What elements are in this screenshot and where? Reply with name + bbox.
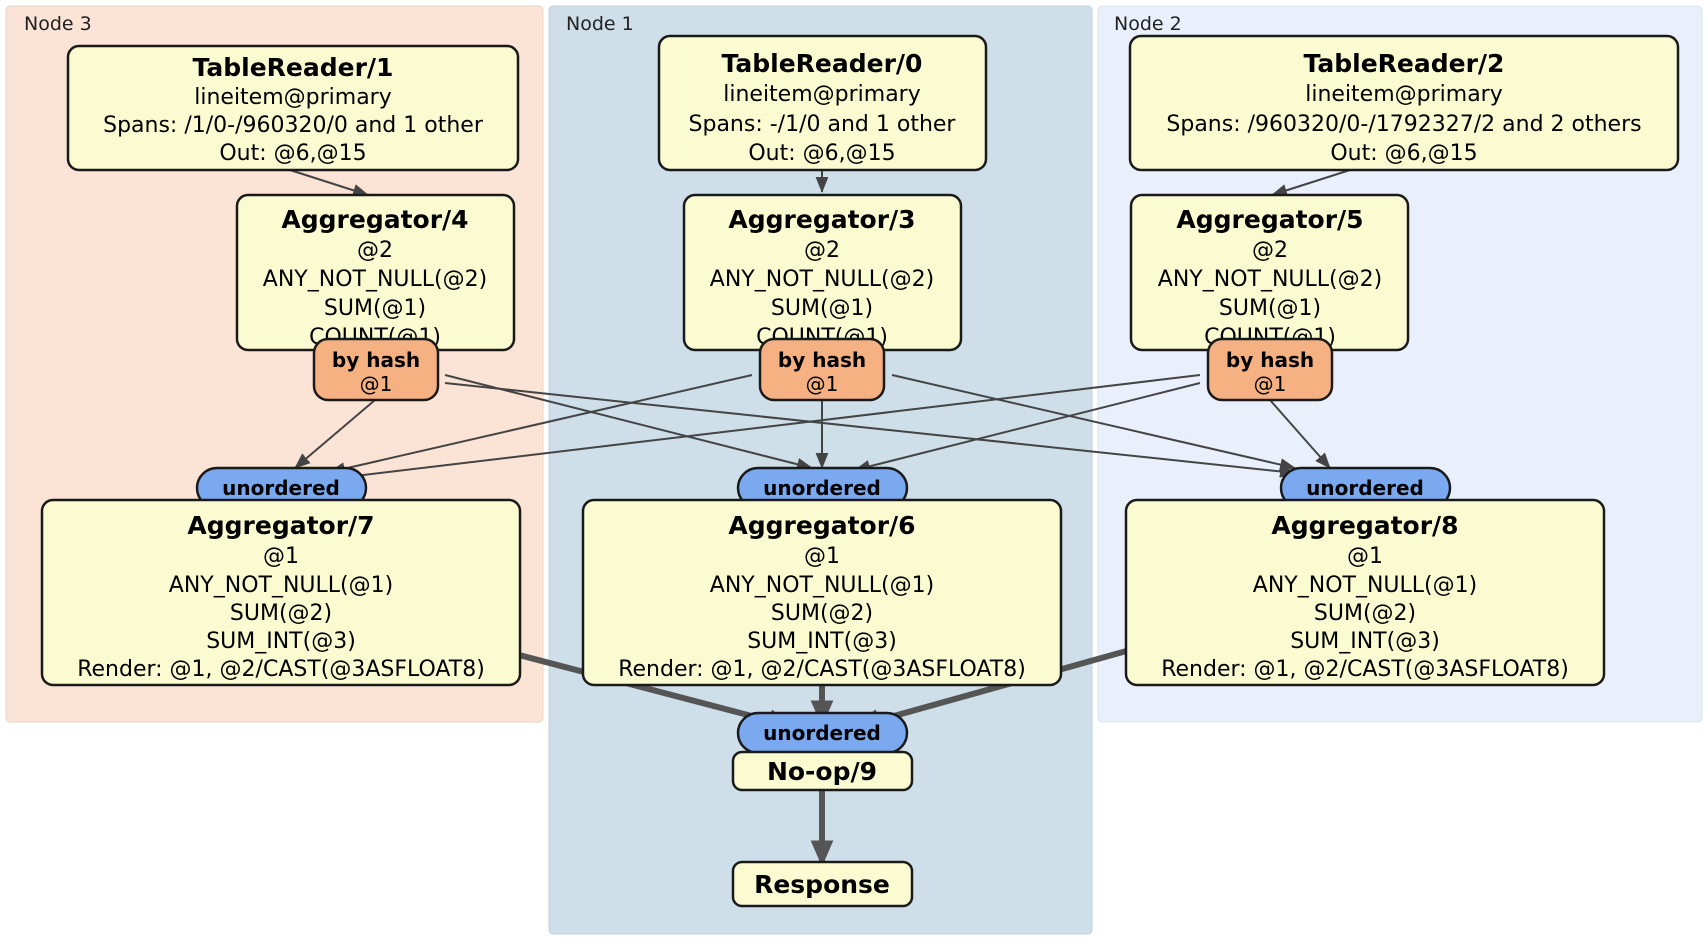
processor-aggregator-8-line-0: @1: [1347, 544, 1383, 569]
output-router-by-hash-left-sublabel: @1: [360, 372, 393, 396]
processor-aggregator-6-line-0: @1: [804, 544, 840, 569]
processor-aggregator-7-box[interactable]: [40, 498, 522, 687]
edge-tablereader1-to-aggregator4: [289, 169, 369, 197]
input-sync-unordered-right[interactable]: unordered: [1279, 466, 1452, 510]
processor-aggregator-3-title: Aggregator/3: [728, 205, 915, 234]
processor-tablereader-0-box[interactable]: [657, 34, 988, 172]
processor-response[interactable]: Response: [731, 860, 914, 908]
processor-no-op-9-box[interactable]: [731, 750, 914, 792]
edge-hash-right-to-unordered-left: [329, 374, 1201, 484]
edge-tablereader2-to-aggregator5: [1271, 169, 1351, 197]
processor-aggregator-3-line-0: @2: [804, 238, 840, 263]
processor-no-op-9-title: No-op/9: [767, 757, 877, 786]
processor-aggregator-5-line-1: ANY_NOT_NULL(@2): [1158, 267, 1382, 292]
processor-aggregator-5-title: Aggregator/5: [1176, 205, 1363, 234]
processor-aggregator-6-line-1: ANY_NOT_NULL(@1): [710, 573, 934, 598]
output-router-by-hash-center-label: by hash: [778, 348, 866, 372]
processor-aggregator-5-line-0: @2: [1252, 238, 1288, 263]
processor-aggregator-4-line-1: ANY_NOT_NULL(@2): [263, 267, 487, 292]
processor-aggregator-4-line-2: SUM(@1): [324, 296, 426, 321]
edge-hash-center-to-unordered-left: [329, 374, 753, 475]
processor-tablereader-1-line-0: lineitem@primary: [194, 85, 392, 110]
output-router-by-hash-right-sublabel: @1: [1254, 372, 1287, 396]
processor-aggregator-6-line-2: SUM(@2): [771, 601, 873, 626]
processor-aggregator-3-line-2: SUM(@1): [771, 296, 873, 321]
processor-aggregator-5[interactable]: Aggregator/5 @2 ANY_NOT_NULL(@2) SUM(@1)…: [1129, 193, 1410, 352]
processor-aggregator-6-line-3: SUM_INT(@3): [747, 629, 897, 654]
processor-aggregator-6-line-4: Render: @1, @2/CAST(@3ASFLOAT8): [618, 657, 1026, 682]
processor-response-title: Response: [754, 870, 890, 899]
processor-response-box[interactable]: [731, 860, 914, 908]
processor-tablereader-2-line-1: Spans: /960320/0-/1792327/2 and 2 others: [1166, 112, 1641, 137]
processor-aggregator-6[interactable]: Aggregator/6 @1 ANY_NOT_NULL(@1) SUM(@2)…: [581, 498, 1063, 687]
processor-tablereader-1[interactable]: TableReader/1 lineitem@primary Spans: /1…: [66, 44, 520, 172]
processor-aggregator-7-line-4: Render: @1, @2/CAST(@3ASFLOAT8): [77, 657, 485, 682]
edge-hash-left-to-unordered-right: [444, 382, 1296, 478]
processor-tablereader-0[interactable]: TableReader/0 lineitem@primary Spans: -/…: [657, 34, 988, 172]
processor-aggregator-7-line-3: SUM_INT(@3): [206, 629, 356, 654]
processor-aggregator-8[interactable]: Aggregator/8 @1 ANY_NOT_NULL(@1) SUM(@2)…: [1124, 498, 1606, 687]
edge-hash-right-to-unordered-center: [854, 382, 1201, 473]
processor-aggregator-5-line-2: SUM(@1): [1219, 296, 1321, 321]
processor-aggregator-8-line-4: Render: @1, @2/CAST(@3ASFLOAT8): [1161, 657, 1569, 682]
processor-no-op-9[interactable]: No-op/9: [731, 750, 914, 792]
processor-tablereader-0-line-0: lineitem@primary: [723, 82, 921, 107]
output-router-by-hash-center-sublabel: @1: [806, 372, 839, 396]
panel-node2-label: Node 2: [1114, 13, 1182, 35]
processor-aggregator-8-title: Aggregator/8: [1271, 511, 1458, 540]
input-sync-unordered-right-label: unordered: [1306, 476, 1424, 500]
processor-tablereader-2-line-2: Out: @6,@15: [1330, 141, 1477, 166]
edge-hash-right-to-unordered-right: [1269, 399, 1331, 469]
processor-aggregator-7-line-0: @1: [263, 544, 299, 569]
input-sync-unordered-final[interactable]: unordered: [736, 711, 909, 755]
edge-aggregator7-to-unordered-final: [499, 647, 795, 732]
panel-node3-label: Node 3: [24, 13, 92, 35]
panel-node1-label: Node 1: [566, 13, 634, 35]
processor-tablereader-2-line-0: lineitem@primary: [1305, 82, 1503, 107]
input-sync-unordered-left[interactable]: unordered: [195, 466, 368, 510]
processor-aggregator-6-box[interactable]: [581, 498, 1063, 687]
processor-aggregator-8-line-2: SUM(@2): [1314, 601, 1416, 626]
processor-tablereader-2-title: TableReader/2: [1304, 49, 1505, 78]
output-router-by-hash-left[interactable]: by hash @1: [312, 337, 440, 402]
processor-tablereader-0-line-2: Out: @6,@15: [748, 141, 895, 166]
processor-tablereader-1-line-1: Spans: /1/0-/960320/0 and 1 other: [103, 113, 484, 138]
processor-tablereader-1-line-2: Out: @6,@15: [219, 141, 366, 166]
processor-aggregator-7-title: Aggregator/7: [187, 511, 374, 540]
processor-aggregator-8-line-1: ANY_NOT_NULL(@1): [1253, 573, 1477, 598]
processor-aggregator-4-title: Aggregator/4: [281, 205, 468, 234]
processor-tablereader-0-line-1: Spans: -/1/0 and 1 other: [689, 112, 957, 137]
processor-aggregator-8-line-3: SUM_INT(@3): [1290, 629, 1440, 654]
output-router-by-hash-right[interactable]: by hash @1: [1206, 337, 1334, 402]
processor-aggregator-8-box[interactable]: [1124, 498, 1606, 687]
output-router-by-hash-right-badge[interactable]: [1206, 337, 1334, 402]
processor-tablereader-1-title: TableReader/1: [193, 53, 394, 82]
processor-aggregator-7-line-1: ANY_NOT_NULL(@1): [169, 573, 393, 598]
input-sync-unordered-center[interactable]: unordered: [736, 466, 909, 510]
processor-tablereader-1-box[interactable]: [66, 44, 520, 172]
processor-aggregator-3[interactable]: Aggregator/3 @2 ANY_NOT_NULL(@2) SUM(@1)…: [682, 193, 963, 352]
edge-hash-left-to-unordered-left: [294, 399, 376, 469]
processor-aggregator-4[interactable]: Aggregator/4 @2 ANY_NOT_NULL(@2) SUM(@1)…: [235, 193, 516, 352]
processor-aggregator-3-line-1: ANY_NOT_NULL(@2): [710, 267, 934, 292]
input-sync-unordered-final-label: unordered: [763, 721, 881, 745]
processor-aggregator-6-title: Aggregator/6: [728, 511, 915, 540]
output-router-by-hash-right-label: by hash: [1226, 348, 1314, 372]
input-sync-unordered-center-label: unordered: [763, 476, 881, 500]
processor-aggregator-7[interactable]: Aggregator/7 @1 ANY_NOT_NULL(@1) SUM(@2)…: [40, 498, 522, 687]
processor-aggregator-4-line-0: @2: [357, 238, 393, 263]
output-router-by-hash-center-badge[interactable]: [758, 337, 886, 402]
edge-aggregator8-to-unordered-final: [853, 647, 1131, 732]
processor-tablereader-2[interactable]: TableReader/2 lineitem@primary Spans: /9…: [1128, 34, 1680, 172]
edge-hash-left-to-unordered-center: [444, 374, 813, 471]
output-router-by-hash-left-badge[interactable]: [312, 337, 440, 402]
processor-aggregator-7-line-2: SUM(@2): [230, 601, 332, 626]
output-router-by-hash-left-label: by hash: [332, 348, 420, 372]
input-sync-unordered-left-label: unordered: [222, 476, 340, 500]
processor-tablereader-2-box[interactable]: [1128, 34, 1680, 172]
edge-hash-center-to-unordered-right: [891, 374, 1296, 471]
processor-tablereader-0-title: TableReader/0: [722, 49, 923, 78]
output-router-by-hash-center[interactable]: by hash @1: [758, 337, 886, 402]
